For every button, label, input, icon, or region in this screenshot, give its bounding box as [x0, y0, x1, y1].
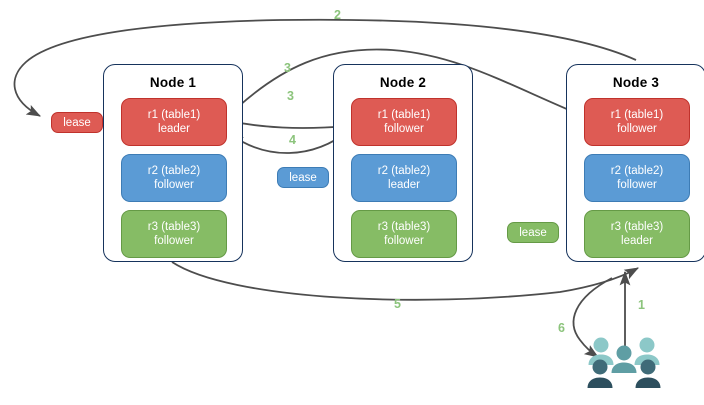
node-3-replica-r1-line1: r1 (table1): [610, 109, 664, 121]
node-3-title: Node 3: [612, 75, 660, 90]
lease-badge-table3[interactable]: lease: [507, 222, 559, 243]
node-1-replica-r2-line2: follower: [154, 179, 194, 191]
node-2-container[interactable]: Node 2 r1 (table1) follower r2 (table2) …: [333, 64, 473, 262]
lease-badge-table1[interactable]: lease: [51, 112, 103, 133]
node-3-replica-r2-line2: follower: [617, 179, 657, 191]
node-1-replica-r3[interactable]: r3 (table3) follower: [121, 210, 227, 258]
users-icon-front-bodies: [587, 377, 661, 388]
step-label-2: 2: [334, 8, 341, 22]
node-2-replica-r2[interactable]: r2 (table2) leader: [351, 154, 457, 202]
node-1-replica-r2-line1: r2 (table2): [147, 165, 201, 177]
node-2-replica-r3[interactable]: r3 (table3) follower: [351, 210, 457, 258]
edge-step-5: [171, 261, 639, 301]
node-1-replica-r3-line1: r3 (table3): [147, 221, 201, 233]
step-label-3a: 3: [284, 61, 291, 75]
node-2-replica-r1-line2: follower: [384, 123, 424, 135]
node-2-replica-r3-line2: follower: [384, 235, 424, 247]
node-1-container[interactable]: Node 1 r1 (table1) leader r2 (table2) fo…: [103, 64, 243, 262]
node-1-title: Node 1: [149, 75, 197, 90]
node-1-replica-r1-line2: leader: [158, 123, 190, 135]
step-label-5: 5: [394, 297, 401, 311]
node-2-replica-r1[interactable]: r1 (table1) follower: [351, 98, 457, 146]
node-1-replica-r2[interactable]: r2 (table2) follower: [121, 154, 227, 202]
node-2-title: Node 2: [379, 75, 427, 90]
lease-badge-table2[interactable]: lease: [277, 167, 329, 188]
lease-badge-table2-label: lease: [289, 171, 317, 184]
node-1-replica-r1-line1: r1 (table1): [147, 109, 201, 121]
node-2-replica-r2-line1: r2 (table2): [377, 165, 431, 177]
node-1-replica-r1[interactable]: r1 (table1) leader: [121, 98, 227, 146]
node-1-replica-r3-line2: follower: [154, 235, 194, 247]
node-3-replica-r3[interactable]: r3 (table3) leader: [584, 210, 690, 258]
node-3-replica-r1-line2: follower: [617, 123, 657, 135]
lease-badge-table1-label: lease: [63, 116, 91, 129]
node-3-replica-r1[interactable]: r1 (table1) follower: [584, 98, 690, 146]
node-3-replica-r2-line1: r2 (table2): [610, 165, 664, 177]
users-icon-front-row: [592, 359, 656, 375]
node-2-replica-r1-line1: r1 (table1): [377, 109, 431, 121]
node-2-replica-r2-line2: leader: [388, 179, 420, 191]
node-3-container[interactable]: Node 3 r1 (table1) follower r2 (table2) …: [566, 64, 704, 262]
users-icon: [587, 337, 661, 388]
lease-badge-table3-label: lease: [519, 226, 547, 239]
step-label-4: 4: [289, 133, 296, 147]
node-3-replica-r3-line1: r3 (table3): [610, 221, 664, 233]
step-label-1: 1: [638, 298, 645, 312]
step-label-3b: 3: [287, 89, 294, 103]
node-3-replica-r2[interactable]: r2 (table2) follower: [584, 154, 690, 202]
node-3-replica-r3-line2: leader: [621, 235, 653, 247]
users-icon-mid-person: [611, 345, 637, 373]
node-2-replica-r3-line1: r3 (table3): [377, 221, 431, 233]
step-label-6: 6: [558, 321, 565, 335]
